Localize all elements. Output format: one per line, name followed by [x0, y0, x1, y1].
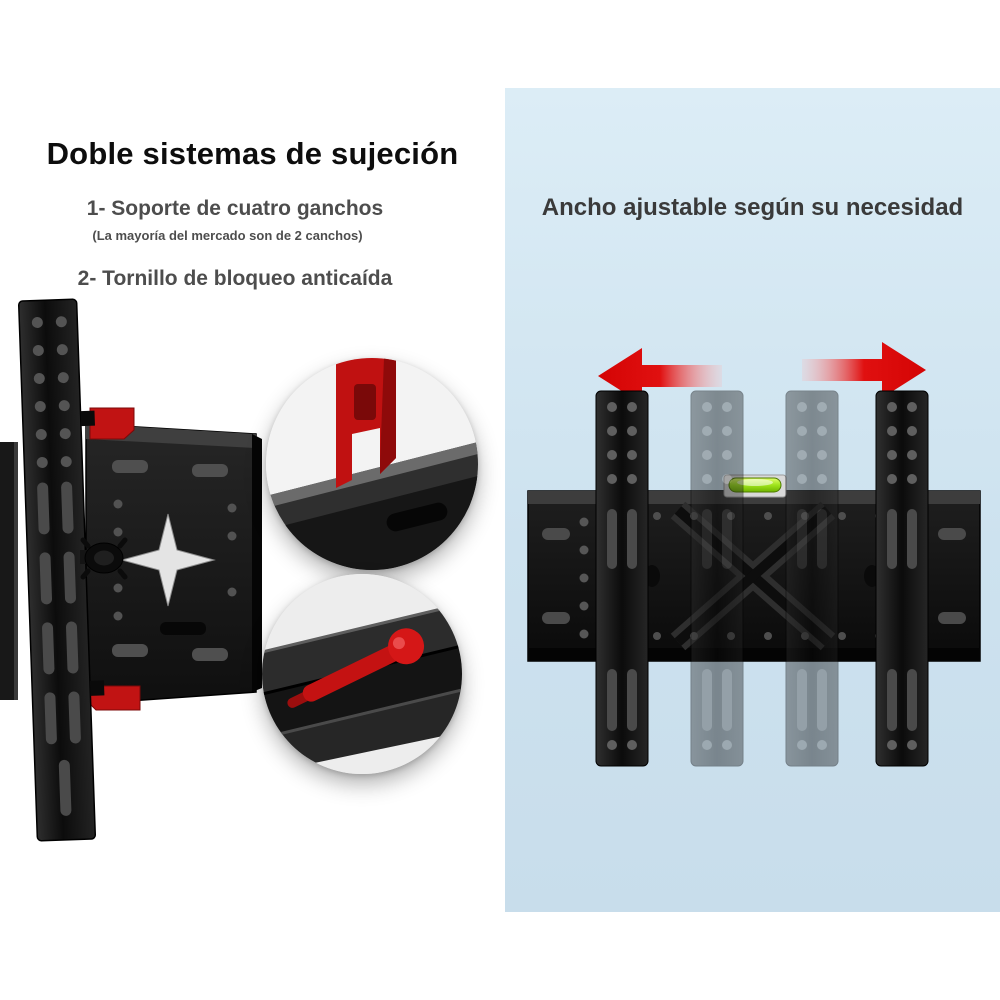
rear-rail-edge	[0, 442, 18, 700]
adjustable-width-illustration	[527, 342, 981, 767]
right-panel-title: Ancho ajustable según su necesidad	[541, 194, 964, 221]
star-cutout	[120, 513, 216, 607]
feature-1-note: (La mayoría del mercado son de 2 canchos…	[92, 228, 363, 243]
red-locking-screw	[287, 628, 425, 708]
wall-plate	[85, 423, 262, 705]
tv-rail-ghost-right	[785, 390, 839, 767]
red-hook-closeup	[336, 358, 396, 488]
locking-screw-detail-inset	[262, 574, 462, 774]
hook-detail-inset	[266, 358, 478, 570]
tv-rail-ghost-left	[690, 390, 744, 767]
tv-bracket-bar	[17, 298, 105, 842]
left-panel-title: Doble sistemas de sujeción	[46, 136, 459, 171]
tension-knob	[80, 537, 128, 580]
width-arrow-right	[802, 342, 926, 398]
hook-detail-drawing	[266, 358, 478, 570]
tv-rail-right	[875, 390, 929, 767]
width-arrow-left	[598, 348, 722, 404]
tv-rail-left	[595, 390, 649, 767]
bracket-side-view-photo	[0, 298, 262, 842]
locking-screw-drawing	[262, 574, 462, 774]
feature-1-text: 1- Soporte de cuatro ganchos	[86, 197, 384, 220]
feature-2-text: 2- Tornillo de bloqueo anticaída	[77, 267, 393, 290]
